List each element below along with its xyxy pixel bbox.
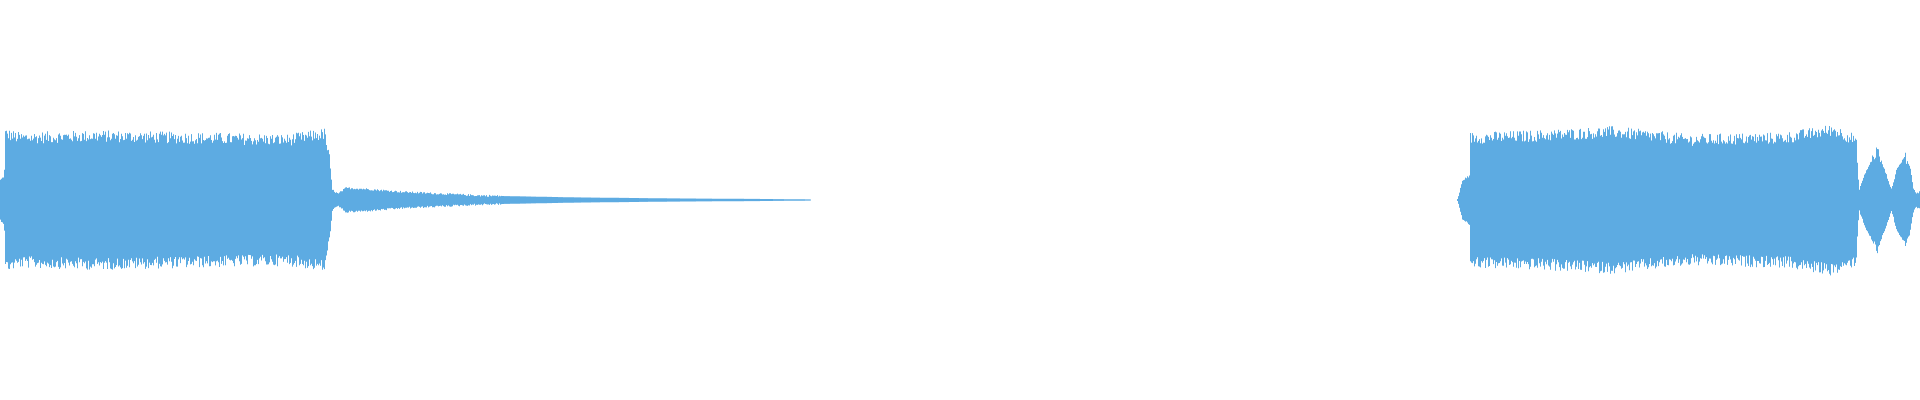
waveform-segment bbox=[1457, 125, 1920, 276]
waveform-segment bbox=[0, 128, 811, 270]
waveform-segments bbox=[0, 125, 1920, 276]
